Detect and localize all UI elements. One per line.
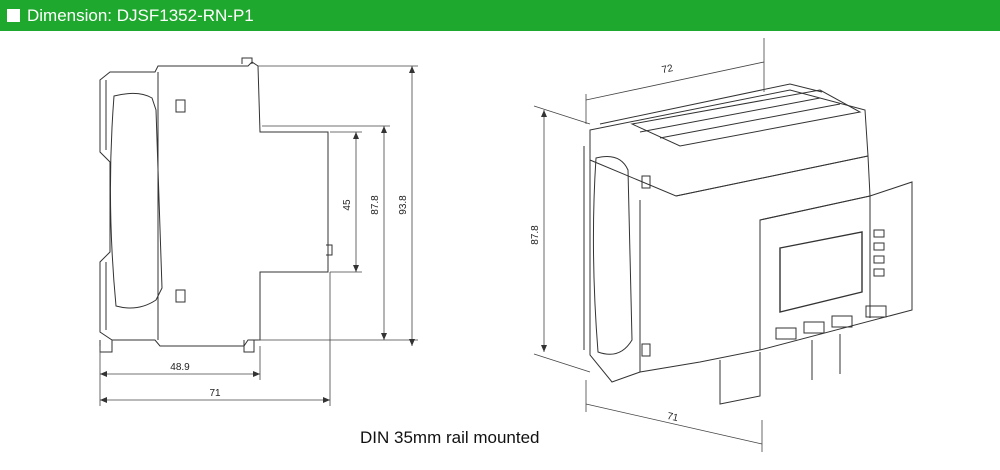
page-title: Dimension: DJSF1352-RN-P1 xyxy=(27,5,254,25)
dim-width-total: 71 xyxy=(209,388,221,399)
dim-height-mid: 87.8 xyxy=(370,195,381,215)
key-3 xyxy=(831,315,853,328)
dim-rail-height: 45 xyxy=(342,199,353,211)
dim-height-total: 93.8 xyxy=(398,195,409,215)
window-top xyxy=(175,99,186,113)
dim-top-width: 72 xyxy=(661,63,675,76)
dim-depth: 71 xyxy=(666,411,680,424)
key-1 xyxy=(775,327,797,340)
header-bar: Dimension: DJSF1352-RN-P1 xyxy=(0,0,1000,31)
caption: DIN 35mm rail mounted xyxy=(360,428,540,447)
square-bullet-icon xyxy=(7,9,20,22)
key-4 xyxy=(865,305,887,318)
lcd-screen xyxy=(779,231,863,313)
key-2 xyxy=(803,321,825,334)
arrowheads xyxy=(100,66,547,403)
dim-width-base: 48.9 xyxy=(170,362,190,373)
iso-view-dimensions xyxy=(533,38,765,452)
iso-view-outline xyxy=(583,83,913,405)
window-bottom xyxy=(175,289,186,303)
side-view-dimensions xyxy=(99,65,418,406)
side-view-outline xyxy=(99,57,333,353)
dim-iso-height: 87.8 xyxy=(530,225,541,245)
